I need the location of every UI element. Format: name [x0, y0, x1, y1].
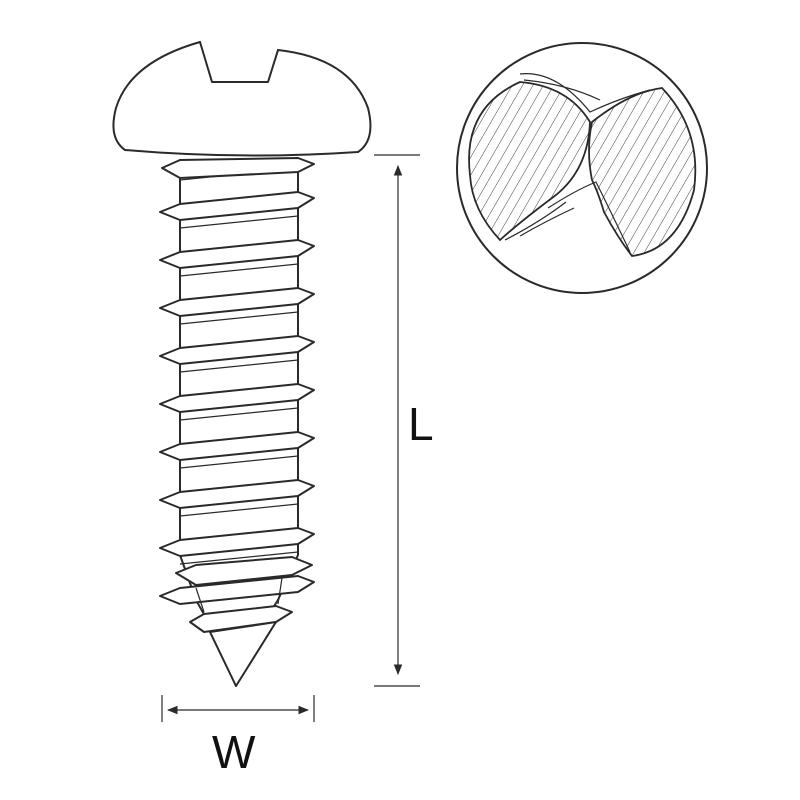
thread-root [179, 263, 299, 277]
thread-crest [161, 157, 315, 179]
screw-tip-threads [175, 556, 313, 687]
thread-crest [159, 239, 315, 269]
thread-crest [159, 287, 315, 317]
screw-head [112, 41, 372, 157]
detail-left-section [468, 81, 591, 242]
thread-root [179, 359, 299, 373]
screw-slot [199, 41, 279, 83]
thread-root [179, 407, 299, 421]
thread-root [179, 551, 299, 565]
thread-crest [159, 479, 315, 509]
thread-crest [159, 527, 315, 557]
width-label: W [212, 726, 256, 778]
thread-root [179, 311, 299, 325]
length-label: L [408, 398, 434, 450]
thread-root [179, 215, 299, 229]
detail-right-section [588, 87, 697, 257]
detail-view-icon [456, 42, 708, 294]
thread-root [179, 503, 299, 517]
length-dimension: L [374, 154, 434, 687]
thread-crest [159, 335, 315, 365]
width-dimension: W [161, 695, 315, 778]
screw-threads [159, 157, 315, 605]
thread-crest [159, 191, 315, 221]
thread-crest [159, 431, 315, 461]
thread-crest [159, 383, 315, 413]
thread-root [179, 455, 299, 469]
screw-icon [112, 41, 372, 687]
